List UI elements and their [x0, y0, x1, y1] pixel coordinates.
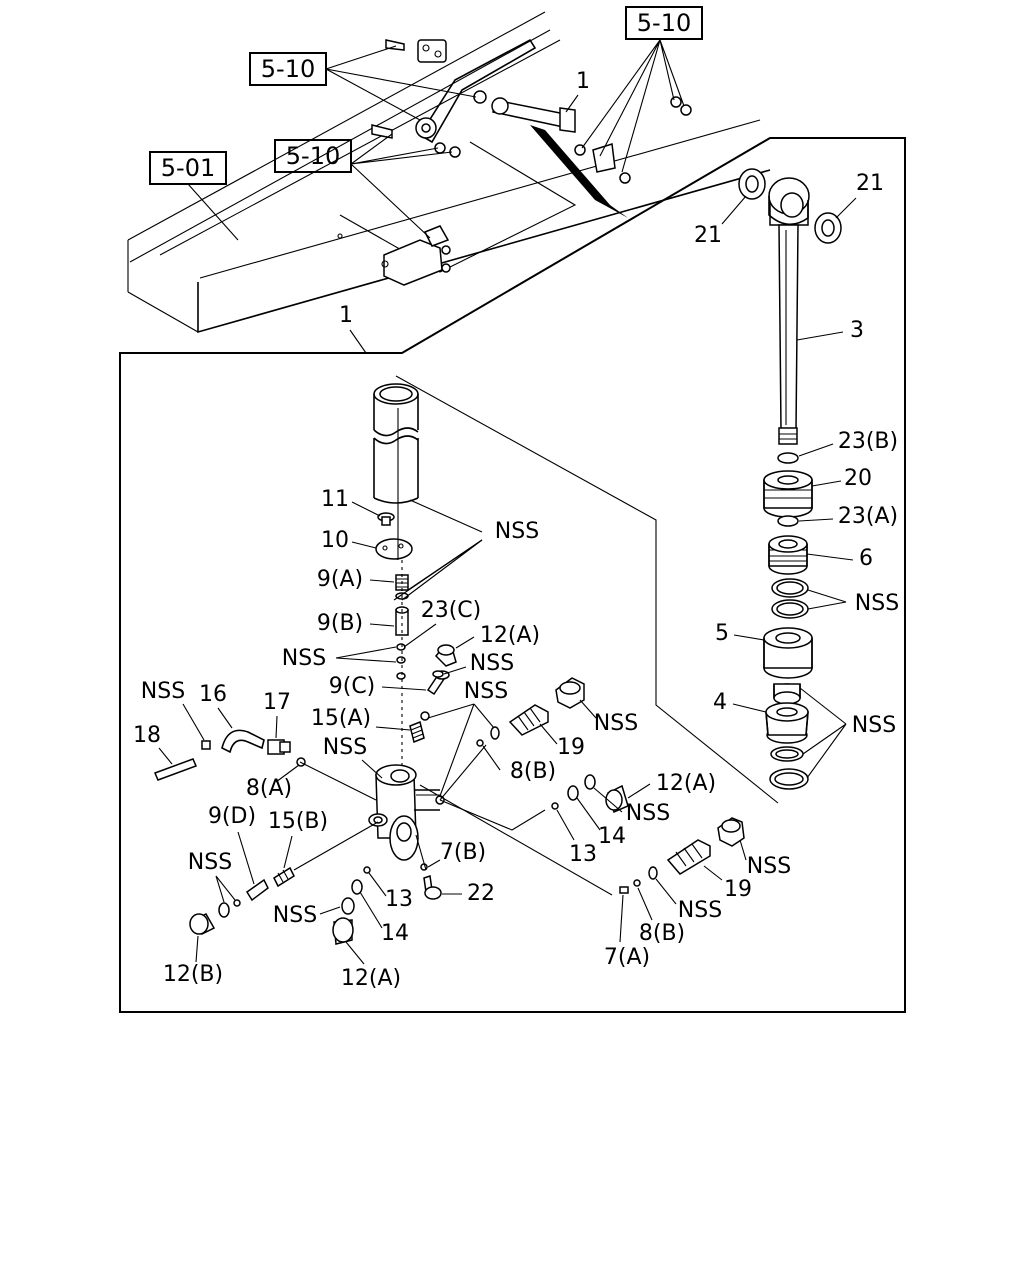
label-part-21-right: 21	[856, 171, 884, 196]
detail-frame: 1	[119, 137, 906, 1013]
label-part-20: 20	[844, 466, 872, 491]
label-nss-seals: NSS	[852, 713, 896, 738]
label-part-9c: 9(C)	[329, 674, 376, 699]
reference-label: 5-10	[637, 9, 691, 37]
label-part-22: 22	[467, 881, 495, 906]
label-part-19-bottom: 19	[724, 877, 752, 902]
label-nss-14: NSS	[273, 903, 317, 928]
label-part-16: 16	[199, 682, 227, 707]
label-nss-orings: NSS	[855, 591, 899, 616]
reference-label: 5-10	[261, 55, 315, 83]
label-part-4: 4	[713, 690, 727, 715]
label-nss-8b: NSS	[678, 898, 722, 923]
label-part-8b-bottom: 8(B)	[639, 921, 685, 946]
label-part-18: 18	[133, 723, 161, 748]
label-nss-12a-mid: NSS	[626, 801, 670, 826]
label-part-13-right: 13	[569, 842, 597, 867]
label-part-5: 5	[715, 621, 729, 646]
label-part-3: 3	[850, 318, 864, 343]
valve-body-assembly	[153, 383, 745, 945]
label-nss-19-bottom: NSS	[747, 854, 791, 879]
label-part-10: 10	[321, 528, 349, 553]
label-nss-body: NSS	[323, 735, 367, 760]
label-nss-valve: NSS	[464, 679, 508, 704]
reference-5-10-left: 5-10	[249, 45, 477, 121]
label-part-15b: 15(B)	[268, 809, 328, 834]
label-nss-18: NSS	[141, 679, 185, 704]
label-part-8b-top: 8(B)	[510, 759, 556, 784]
label-part-6: 6	[859, 546, 873, 571]
label-part-7a: 7(A)	[604, 945, 650, 970]
label-nss-upper: NSS	[495, 519, 539, 544]
label-part-14-right: 14	[598, 824, 626, 849]
label-part-12a-top: 12(A)	[480, 623, 540, 648]
label-part-1-frame: 1	[339, 303, 353, 328]
label-part-13-left: 13	[385, 887, 413, 912]
label-part-14-left: 14	[381, 921, 409, 946]
reference-5-10-top: 5-10	[581, 6, 703, 173]
label-part-1-top: 1	[576, 69, 590, 94]
label-nss-23c: NSS	[282, 646, 326, 671]
label-part-23a: 23(A)	[838, 504, 898, 529]
label-part-19-top: 19	[557, 735, 585, 760]
reference-label: 5-01	[161, 154, 215, 182]
label-part-7b: 7(B)	[440, 840, 486, 865]
label-nss-12a-top: NSS	[470, 651, 514, 676]
label-part-17: 17	[263, 690, 291, 715]
label-part-23b: 23(B)	[838, 429, 898, 454]
label-part-21-left: 21	[694, 223, 722, 248]
vehicle-frame-view	[127, 11, 771, 334]
label-part-12a-bottom: 12(A)	[341, 966, 401, 991]
reference-5-01: 5-01	[149, 151, 239, 241]
piston-rod-assembly	[738, 168, 842, 790]
label-part-8a: 8(A)	[246, 776, 292, 801]
label-part-23c: 23(C)	[421, 598, 482, 623]
label-part-9d: 9(D)	[208, 804, 256, 829]
label-part-11: 11	[321, 487, 349, 512]
label-part-9a: 9(A)	[317, 567, 363, 592]
label-nss-19-top: NSS	[594, 711, 638, 736]
label-part-15a: 15(A)	[311, 706, 371, 731]
label-nss-9d: NSS	[188, 850, 232, 875]
reference-5-10-middle: 5-10	[274, 133, 453, 239]
label-part-12a-mid: 12(A)	[656, 771, 716, 796]
label-part-9b: 9(B)	[317, 611, 363, 636]
label-part-12b: 12(B)	[163, 962, 223, 987]
reference-label: 5-10	[286, 142, 340, 170]
